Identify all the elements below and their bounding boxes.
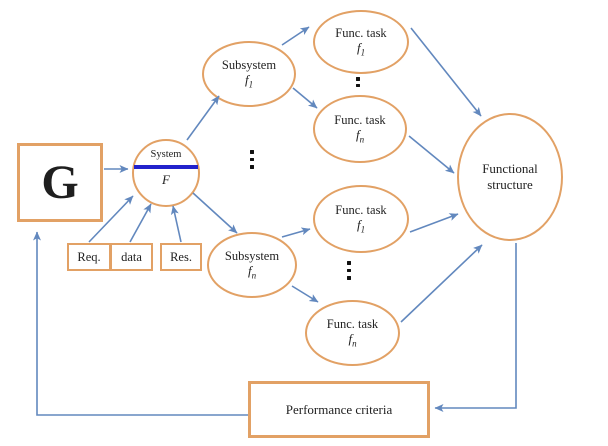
arrow-subsystem-bottom-to-task-n <box>291 285 319 303</box>
input-res-label: Res. <box>170 249 192 264</box>
arrow-subsystem-bottom-to-task-1 <box>281 227 311 238</box>
func-task-bottom-n-symbol: fn <box>348 330 357 349</box>
arrow-task-bottom-n-to-structure <box>400 244 483 323</box>
system-symbol: F <box>162 171 170 187</box>
system-divider-bar <box>134 164 198 169</box>
performance-criteria-label: Performance criteria <box>285 401 393 417</box>
arrow-data-to-system <box>129 203 152 243</box>
func-task-top-n-title: Func. task <box>334 112 386 127</box>
arrow-task-bottom-1-to-structure <box>409 213 459 233</box>
func-task-bottom-1-node: Func. task f1 <box>313 185 409 253</box>
functional-structure-label: Functional structure <box>482 160 538 192</box>
subsystem-bottom-node: Subsystem fn <box>207 232 297 298</box>
arrow-system-to-subsystem-top <box>186 95 220 141</box>
arrow-subsystem-top-to-task-n <box>292 87 318 109</box>
arrow-system-to-subsystem-bottom <box>192 192 238 234</box>
func-task-bottom-n-title: Func. task <box>326 316 379 331</box>
subsystem-top-node: Subsystem f1 <box>202 41 296 107</box>
goal-node: G <box>17 143 103 222</box>
vertical-ellipsis-icon <box>356 77 360 87</box>
func-task-top-1-node: Func. task f1 <box>313 10 409 74</box>
func-task-top-1-title: Func. task <box>335 25 387 40</box>
input-data-label: data <box>121 249 142 264</box>
input-req-label: Req. <box>77 249 101 264</box>
arrow-task-top-1-to-structure <box>410 27 482 117</box>
arrow-structure-to-performance <box>434 243 517 412</box>
subsystem-top-title: Subsystem <box>221 57 277 72</box>
input-data-node: data <box>110 243 153 271</box>
vertical-ellipsis-icon <box>250 150 254 169</box>
performance-criteria-node: Performance criteria <box>248 381 430 438</box>
subsystem-bottom-title: Subsystem <box>224 248 280 263</box>
functional-structure-node: Functional structure <box>457 113 563 241</box>
func-task-bottom-n-node: Func. task fn <box>305 300 400 366</box>
arrow-res-to-system <box>170 205 182 243</box>
func-task-top-1-symbol: f1 <box>356 39 366 58</box>
func-task-top-n-node: Func. task fn <box>313 95 407 163</box>
goal-label: G <box>41 155 79 209</box>
func-task-bottom-1-symbol: f1 <box>356 216 366 235</box>
func-task-bottom-1-title: Func. task <box>335 202 387 217</box>
system-node: System F <box>132 139 200 207</box>
subsystem-bottom-symbol: fn <box>247 262 257 281</box>
arrow-task-top-n-to-structure <box>408 135 455 174</box>
vertical-ellipsis-icon <box>347 261 351 280</box>
subsystem-top-symbol: f1 <box>244 71 254 90</box>
system-title: System <box>150 149 182 160</box>
input-res-node: Res. <box>160 243 202 271</box>
arrow-subsystem-top-to-task-1 <box>281 26 310 46</box>
func-task-top-n-symbol: fn <box>355 126 365 145</box>
input-req-node: Req. <box>67 243 111 271</box>
